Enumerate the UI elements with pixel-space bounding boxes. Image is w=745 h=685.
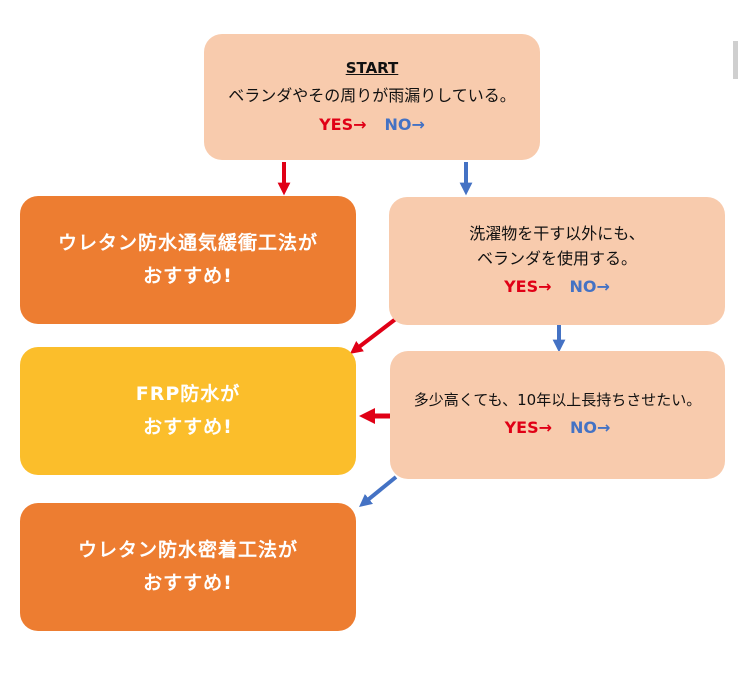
- result-line-2: おすすめ!: [143, 572, 233, 594]
- start-label: START: [345, 58, 399, 77]
- result-frp-waterproofing: FRP防水が おすすめ!: [20, 347, 356, 475]
- question-balcony-use-node: 洗濯物を干す以外にも、 ベランダを使用する。 YES→ NO→: [389, 197, 725, 325]
- question-text-line-2: ベランダを使用する。: [476, 248, 637, 268]
- yes-label: YES→: [504, 418, 553, 438]
- result-urethane-ventilated: ウレタン防水通気緩衝工法が おすすめ!: [20, 196, 356, 324]
- q3-no-arrow: [359, 475, 398, 508]
- yes-label: YES→: [504, 277, 552, 297]
- result-line-2: おすすめ!: [143, 416, 233, 438]
- question-durability-node: 多少高くても、10年以上長持ちさせたい。 YES→ NO→: [390, 351, 725, 479]
- yes-no-labels: YES→ NO→: [505, 416, 611, 441]
- question-text: ベランダやその周りが雨漏りしている。: [228, 85, 516, 105]
- result-line-1: ウレタン防水密着工法が: [77, 538, 298, 561]
- no-label: NO→: [570, 418, 611, 438]
- question-text: 多少高くても、10年以上長持ちさせたい。: [413, 390, 702, 409]
- result-line-2: おすすめ!: [143, 265, 233, 287]
- result-line-1: FRP防水が: [135, 382, 241, 405]
- yes-no-labels: YES→ NO→: [319, 113, 425, 138]
- question-text-line-1: 洗濯物を干す以外にも、: [469, 223, 645, 243]
- q2-yes-arrow: [349, 316, 399, 354]
- yes-no-labels: YES→ NO→: [504, 275, 610, 300]
- no-label: NO→: [384, 114, 425, 134]
- yes-label: YES→: [319, 114, 367, 134]
- question-start-node: START ベランダやその周りが雨漏りしている。 YES→ NO→: [204, 34, 540, 160]
- no-label: NO→: [569, 277, 610, 297]
- result-urethane-adhesive: ウレタン防水密着工法が おすすめ!: [20, 503, 356, 631]
- scrollbar-thumb[interactable]: [733, 41, 738, 79]
- result-line-1: ウレタン防水通気緩衝工法が: [57, 231, 318, 254]
